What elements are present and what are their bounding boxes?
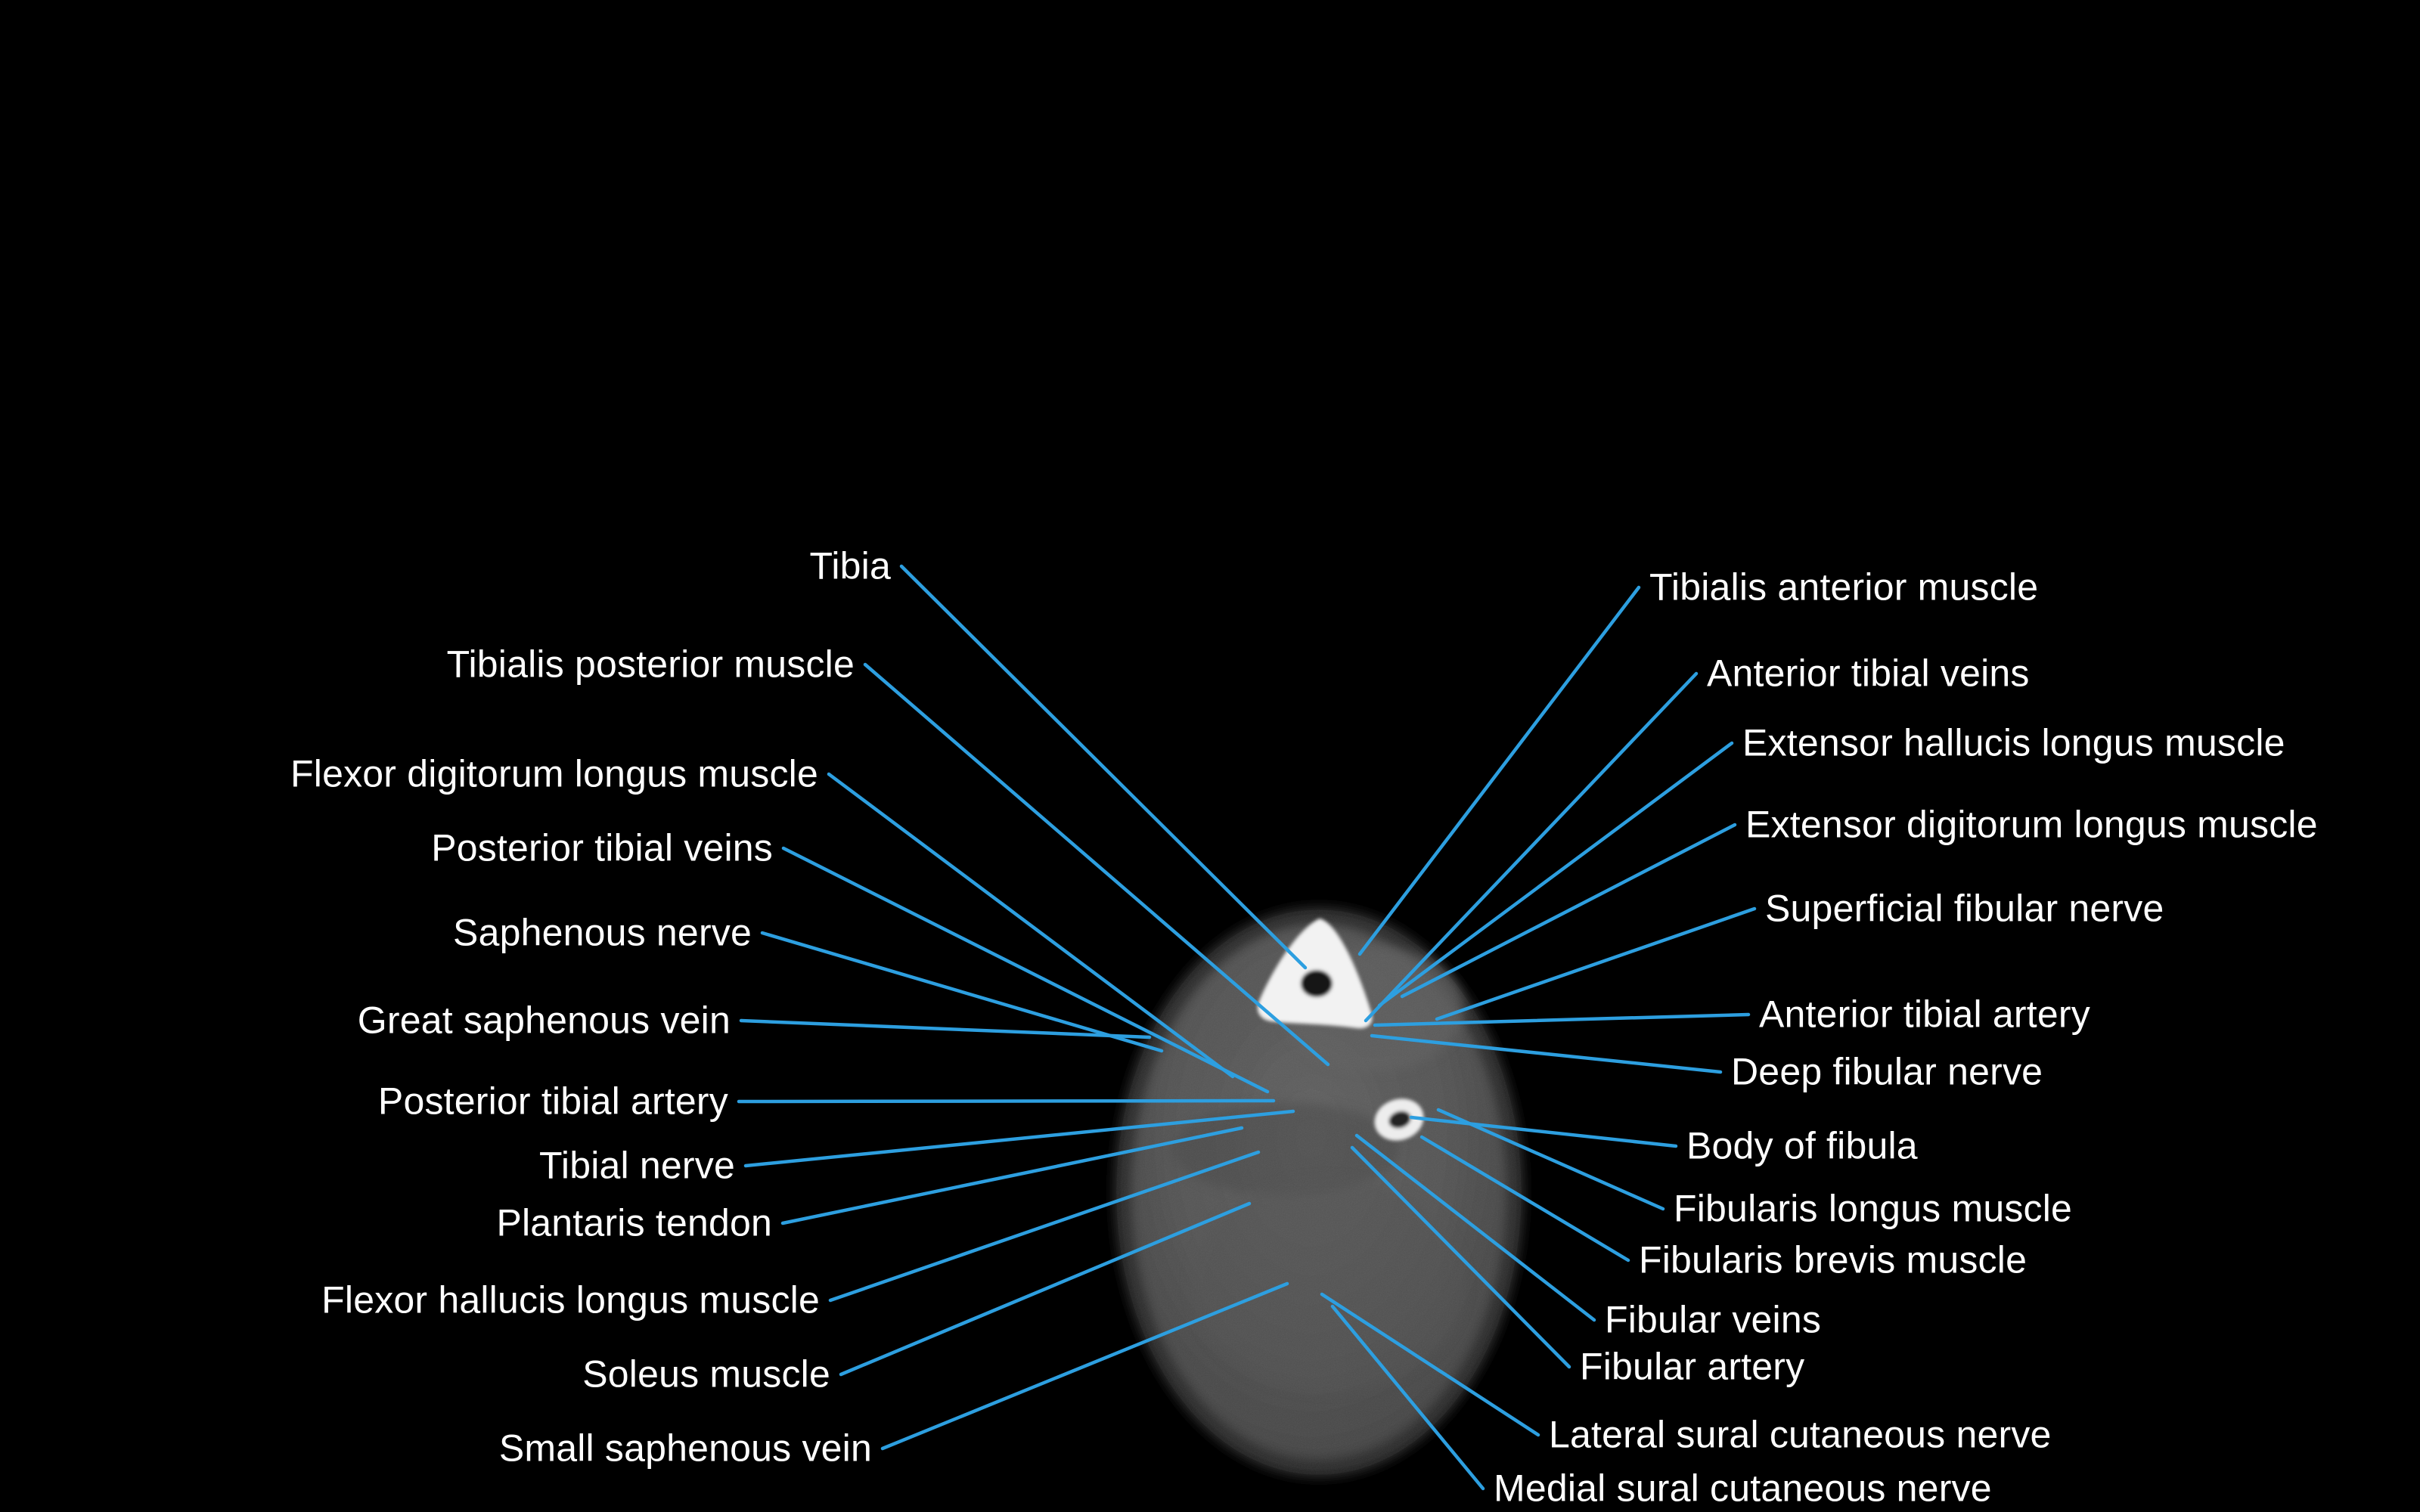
anatomy-label: Tibia bbox=[809, 544, 891, 587]
anatomy-label: Posterior tibial artery bbox=[377, 1080, 728, 1123]
anatomy-label: Tibialis anterior muscle bbox=[1649, 565, 2039, 609]
anatomy-label: Small saphenous vein bbox=[498, 1427, 872, 1470]
anatomy-label: Soleus muscle bbox=[582, 1352, 830, 1396]
anatomy-label: Extensor digitorum longus muscle bbox=[1745, 803, 2318, 846]
anatomy-label: Posterior tibial veins bbox=[431, 826, 773, 869]
anatomy-label: Flexor digitorum longus muscle bbox=[290, 752, 818, 795]
anatomy-label: Fibular veins bbox=[1605, 1298, 1822, 1341]
fibula-medullary-cavity bbox=[1388, 1111, 1411, 1129]
anatomy-label: Tibial nerve bbox=[539, 1144, 735, 1187]
anatomy-label: Deep fibular nerve bbox=[1731, 1050, 2043, 1093]
anatomy-label: Flexor hallucis longus muscle bbox=[321, 1278, 820, 1321]
anatomy-label: Superficial fibular nerve bbox=[1765, 887, 2164, 930]
anatomy-label: Fibularis brevis muscle bbox=[1639, 1238, 2028, 1281]
anatomy-label: Great saphenous vein bbox=[357, 999, 731, 1042]
anatomy-label: Tibialis posterior muscle bbox=[446, 643, 855, 686]
anatomy-label: Body of fibula bbox=[1686, 1124, 1918, 1167]
anatomy-label: Plantaris tendon bbox=[496, 1201, 772, 1244]
anatomy-label: Medial sural cutaneous nerve bbox=[1494, 1467, 1992, 1510]
anatomy-label: Lateral sural cutaneous nerve bbox=[1549, 1413, 2052, 1456]
anatomy-label: Fibularis longus muscle bbox=[1674, 1187, 2073, 1230]
anatomy-label: Fibular artery bbox=[1580, 1345, 1805, 1388]
anatomy-label: Anterior tibial veins bbox=[1707, 652, 2030, 695]
anatomy-label: Extensor hallucis longus muscle bbox=[1742, 721, 2285, 764]
anatomy-label: Anterior tibial artery bbox=[1759, 993, 2090, 1036]
anatomy-label: Saphenous nerve bbox=[453, 911, 752, 954]
